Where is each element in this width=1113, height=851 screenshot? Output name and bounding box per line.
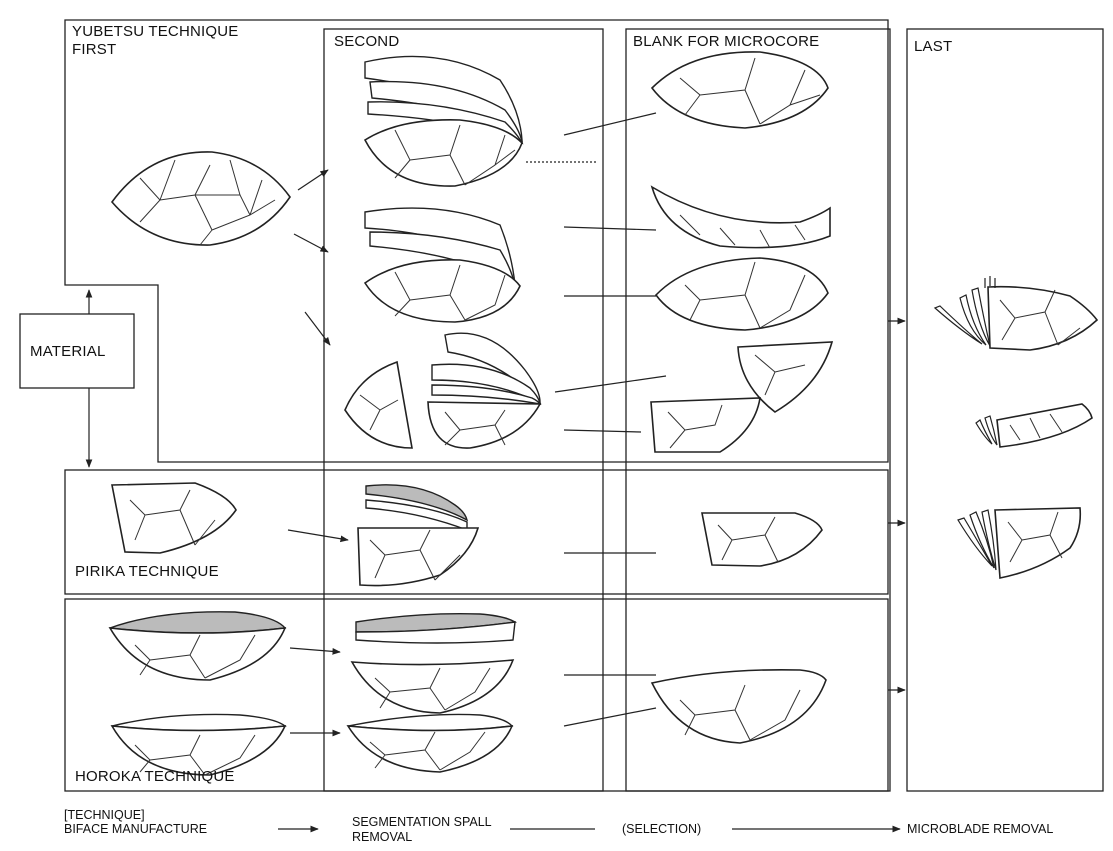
last-label: LAST [914,38,952,55]
horoka-blank-drawing [652,670,826,743]
legend-header: [TECHNIQUE] [64,808,145,822]
arrow-pirika-first [288,530,348,540]
legend-microblade-removal: MICROBLADE REMOVAL [907,822,1053,836]
yubetsu-technique-label: YUBETSU TECHNIQUE [72,23,238,40]
second-spalls-drawing-1 [365,56,522,186]
yubetsu-biface-drawing [112,152,290,245]
second-spalls-drawing-2 [365,208,520,322]
yubetsu-first-label: FIRST [72,41,116,58]
selection-line-2 [564,227,656,230]
pirika-biface-drawing [112,483,236,553]
arrow-first-to-second-3 [305,312,330,345]
horoka-biface-drawing-2 [112,714,285,775]
arrow-first-to-second-2 [294,234,328,252]
last-microblade-core-3 [958,508,1080,578]
legend-segmentation-line2: REMOVAL [352,830,412,844]
blank-for-microcore-label: BLANK FOR MICROCORE [633,33,819,50]
legend-segmentation-line1: SEGMENTATION SPALL [352,815,492,829]
pirika-technique-label: PIRIKA TECHNIQUE [75,563,219,580]
selection-line-horoka-2 [564,708,656,726]
horoka-second-drawing-1 [352,614,515,713]
last-microblade-core-2 [976,404,1092,447]
blank-microcore-5 [651,398,760,452]
selection-line-4 [555,376,666,392]
blank-microcore-3 [656,258,828,330]
horoka-biface-drawing-1 [110,612,285,680]
last-microblade-core-1 [935,276,1097,350]
material-label: MATERIAL [30,343,106,360]
arrow-horoka-first-1 [290,648,340,652]
pirika-second-drawing [358,485,478,586]
horoka-technique-label: HOROKA TECHNIQUE [75,768,235,785]
legend-selection: (SELECTION) [622,822,701,836]
second-label: SECOND [334,33,399,50]
pirika-blank-drawing [702,513,822,566]
selection-line-1 [564,113,656,135]
second-spalls-drawing-3 [345,333,540,448]
blank-microcore-2 [652,187,830,248]
legend-biface-manufacture: BIFACE MANUFACTURE [64,822,207,836]
blank-microcore-1 [652,52,828,128]
horoka-second-drawing-2 [348,714,512,772]
